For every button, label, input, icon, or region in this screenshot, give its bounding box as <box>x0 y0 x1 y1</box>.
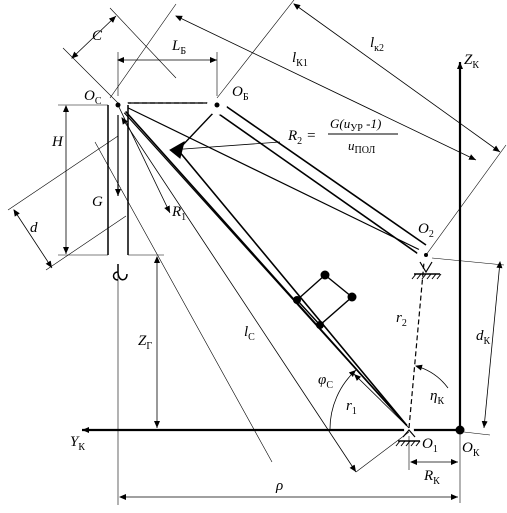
c-dim-line <box>71 15 117 59</box>
o2-support-hatch <box>411 273 442 280</box>
r2small-label: r2 <box>396 310 407 329</box>
r2-formula-numerator: G(uУР -1) <box>330 116 381 134</box>
lc-ext-2 <box>355 431 410 473</box>
r1-dim-line <box>117 104 171 214</box>
c-label: C <box>92 28 103 44</box>
lk2-label: lк2 <box>370 35 384 54</box>
ok-label: OК <box>462 440 480 459</box>
etak-arc <box>415 364 449 389</box>
rho-label: ρ <box>275 478 283 494</box>
g-label: G <box>92 194 103 210</box>
etak-label: ηК <box>430 388 444 407</box>
dk-ext <box>431 257 505 266</box>
balance-arm-upper <box>216 99 427 246</box>
lc-ext-1 <box>94 141 273 463</box>
boom-tie-bar <box>177 149 410 429</box>
o2-support <box>419 261 433 274</box>
lk-ext-1 <box>109 3 177 99</box>
c-ext-1 <box>62 47 119 104</box>
r1small-line <box>353 373 410 429</box>
dk-dim-line <box>481 261 503 429</box>
phic-label: φС <box>318 372 333 391</box>
dk-ext-2 <box>463 431 491 436</box>
r1small-label: r1 <box>346 398 357 417</box>
dk-label: dК <box>476 328 491 347</box>
oc-label: OC <box>84 88 102 107</box>
phic-arc <box>329 369 357 431</box>
truss-node <box>293 296 301 304</box>
lk1-label: lК1 <box>292 50 308 69</box>
ob-pulley-center <box>214 102 220 108</box>
boom-truss-panel <box>296 274 354 326</box>
zk-label: ZК <box>464 52 479 71</box>
rk-label: RК <box>423 468 440 487</box>
r2-label: R2= <box>287 128 316 147</box>
truss-node <box>316 321 324 329</box>
d-dim-line <box>13 209 53 269</box>
hook <box>112 264 128 281</box>
r2small-dashed <box>408 261 425 429</box>
r1-label: R1 <box>171 204 186 223</box>
lc-dim-line <box>121 117 357 473</box>
r2-formula-denominator: uПОЛ <box>348 138 375 156</box>
lk-ext-2 <box>216 0 295 99</box>
lk2-dim-line <box>293 3 501 153</box>
lk1-dim-line <box>175 15 477 161</box>
d-ext-2 <box>45 215 127 271</box>
ob-label: OБ <box>232 84 249 103</box>
lc-label: lС <box>244 324 255 343</box>
truss-node <box>320 270 330 280</box>
o2-label: O2 <box>418 221 434 240</box>
lk-ext-3 <box>425 144 507 256</box>
o1-label: O1 <box>422 436 438 455</box>
boom-lower-chord <box>119 107 410 429</box>
zg-label: ZГ <box>138 333 152 352</box>
yk-label: YК <box>70 434 85 453</box>
o1-support-hatch <box>395 440 421 447</box>
d-label: d <box>30 220 38 236</box>
ok-origin-point <box>455 425 465 435</box>
h-label: H <box>51 134 64 150</box>
c-ext-2 <box>109 7 177 79</box>
lb-label: LБ <box>171 38 186 57</box>
truss-node <box>347 292 357 302</box>
d-ext-1 <box>7 135 119 211</box>
hook-block <box>109 246 127 264</box>
